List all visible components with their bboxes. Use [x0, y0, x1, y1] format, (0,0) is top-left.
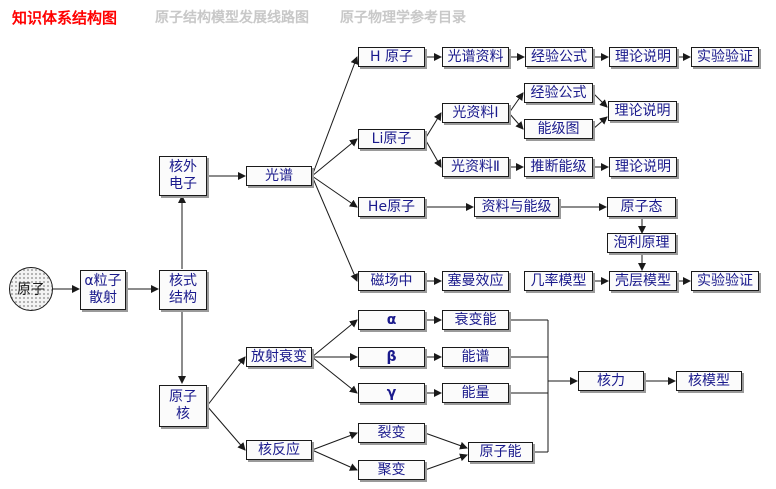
h-experiment-node[interactable]: 实验验证 [691, 47, 759, 67]
h-spectral-data-node[interactable]: 光谱资料 [442, 47, 509, 67]
beta-node[interactable]: β [358, 347, 425, 367]
li-data-1-node[interactable]: 光资料Ⅰ [442, 103, 509, 123]
atomic-energy-node[interactable]: 原子能 [468, 442, 533, 462]
alpha-node[interactable]: α [358, 310, 425, 330]
shell-model-node[interactable]: 壳层模型 [609, 271, 677, 291]
energy-spectrum-node[interactable]: 能谱 [442, 347, 509, 367]
decay-energy-node[interactable]: 衰变能 [442, 310, 509, 330]
atomic-physics-reference-link[interactable]: 原子物理学参考目录 [340, 10, 466, 26]
outer-electrons-node[interactable]: 核外 电子 [159, 156, 207, 196]
radioactive-decay-node[interactable]: 放射衰变 [246, 347, 312, 367]
alpha-scattering-node[interactable]: α粒子 散射 [80, 270, 126, 310]
fusion-node[interactable]: 聚变 [358, 460, 425, 480]
page-title[interactable]: 知识体系结构图 [12, 9, 118, 27]
li-energy-diagram-node[interactable]: 能级图 [524, 119, 593, 139]
nuclear-model-node[interactable]: 核模型 [676, 371, 742, 391]
nuclear-force-node[interactable]: 核力 [578, 371, 644, 391]
atom-node[interactable]: 原子 [9, 267, 53, 311]
li-data-2-node[interactable]: 光资料Ⅱ [442, 157, 509, 177]
li-theory-1-node[interactable]: 理论说明 [608, 101, 677, 121]
gamma-node[interactable]: γ [358, 383, 425, 403]
he-data-levels-node[interactable]: 资料与能级 [474, 197, 559, 217]
magnetic-field-node[interactable]: 磁场中 [358, 271, 425, 291]
atomic-model-roadmap-link[interactable]: 原子结构模型发展线路图 [155, 10, 309, 26]
probability-model-node[interactable]: 几率模型 [524, 271, 593, 291]
energy-node[interactable]: 能量 [442, 383, 509, 403]
li-empirical-formula-node[interactable]: 经验公式 [524, 83, 593, 103]
spectrum-node[interactable]: 光谱 [246, 166, 312, 186]
nucleus-node[interactable]: 原子 核 [159, 385, 207, 427]
h-empirical-formula-node[interactable]: 经验公式 [525, 47, 593, 67]
li-atom-node[interactable]: Li原子 [358, 129, 425, 149]
zeeman-effect-node[interactable]: 塞曼效应 [442, 271, 509, 291]
nuclear-structure-node[interactable]: 核式 结构 [159, 270, 207, 310]
shell-experiment-node[interactable]: 实验验证 [691, 271, 759, 291]
nuclear-reaction-node[interactable]: 核反应 [246, 440, 312, 460]
li-infer-levels-node[interactable]: 推断能级 [524, 157, 593, 177]
li-theory-2-node[interactable]: 理论说明 [609, 157, 677, 177]
fission-node[interactable]: 裂变 [358, 423, 425, 443]
atomic-state-node[interactable]: 原子态 [607, 197, 676, 217]
he-atom-node[interactable]: He原子 [358, 197, 425, 217]
h-atom-node[interactable]: H 原子 [358, 47, 425, 67]
h-theory-node[interactable]: 理论说明 [609, 47, 677, 67]
pauli-principle-node[interactable]: 泡利原理 [607, 233, 676, 253]
